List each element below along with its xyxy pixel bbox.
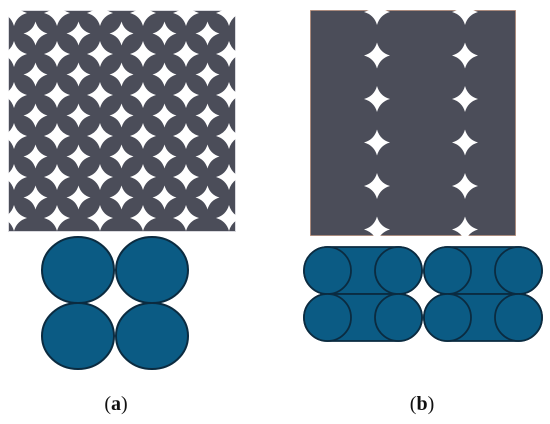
fiber-circle bbox=[115, 302, 189, 370]
hole-a bbox=[173, 10, 199, 26]
hole-a bbox=[173, 82, 199, 108]
hole-a bbox=[130, 205, 156, 231]
hole-a bbox=[8, 41, 27, 67]
hole-a bbox=[8, 10, 27, 26]
hole-a bbox=[216, 123, 236, 149]
hole-a bbox=[109, 21, 134, 46]
hole-a bbox=[152, 103, 177, 128]
hole-a bbox=[216, 205, 236, 231]
hole-a bbox=[152, 21, 177, 46]
hole-a bbox=[195, 21, 220, 46]
hole-a bbox=[173, 205, 199, 231]
hole-a bbox=[23, 144, 48, 169]
plate-b bbox=[310, 10, 516, 236]
hole-a bbox=[23, 62, 48, 87]
hole-a bbox=[216, 82, 236, 108]
hole-a bbox=[216, 41, 236, 67]
hole-a bbox=[87, 41, 113, 67]
fiber-circle bbox=[115, 236, 189, 304]
hole-a bbox=[8, 123, 27, 149]
panel-b-pattern bbox=[310, 10, 516, 236]
fiber-circle bbox=[374, 293, 423, 342]
hole-b bbox=[452, 42, 478, 69]
panel-a-fiber-arrangement bbox=[41, 236, 189, 370]
hole-a bbox=[44, 205, 70, 231]
fiber-circle bbox=[423, 293, 472, 342]
hole-a bbox=[195, 103, 220, 128]
fiber-circle bbox=[423, 246, 472, 295]
hole-a bbox=[130, 82, 156, 108]
fiber-circle bbox=[303, 293, 352, 342]
hole-a bbox=[173, 164, 199, 190]
fiber-circle bbox=[41, 236, 115, 304]
hole-a bbox=[109, 144, 134, 169]
hole-b bbox=[452, 86, 478, 112]
hole-a bbox=[44, 41, 70, 67]
hole-b bbox=[452, 216, 478, 236]
hole-a bbox=[109, 103, 134, 128]
hole-a bbox=[23, 103, 48, 128]
hole-a bbox=[195, 144, 220, 169]
panel-a-pattern bbox=[8, 10, 236, 232]
hole-a bbox=[216, 164, 236, 190]
hole-a bbox=[195, 185, 220, 210]
hole-b bbox=[364, 216, 390, 236]
hole-b bbox=[364, 173, 390, 199]
hole-a bbox=[216, 10, 236, 26]
hole-a bbox=[109, 185, 134, 210]
hole-a bbox=[8, 164, 27, 190]
hole-b bbox=[364, 10, 390, 25]
hole-a bbox=[130, 10, 156, 26]
hole-a bbox=[87, 123, 113, 149]
hole-b bbox=[364, 129, 390, 156]
hole-a bbox=[87, 82, 113, 108]
hole-a bbox=[152, 185, 177, 210]
hole-b bbox=[452, 10, 478, 25]
caption-a: (a) bbox=[104, 393, 128, 415]
hole-a bbox=[87, 164, 113, 190]
hole-a bbox=[66, 185, 91, 210]
hole-b bbox=[364, 86, 390, 112]
hole-a bbox=[173, 123, 199, 149]
hole-a bbox=[8, 82, 27, 108]
hole-a bbox=[44, 10, 70, 26]
hole-a bbox=[130, 164, 156, 190]
hole-a bbox=[130, 123, 156, 149]
hole-a bbox=[87, 10, 113, 26]
hole-a bbox=[152, 144, 177, 169]
hole-a bbox=[23, 21, 48, 46]
hole-a bbox=[173, 41, 199, 67]
hole-a bbox=[66, 103, 91, 128]
hole-a bbox=[8, 205, 27, 231]
hole-a bbox=[44, 123, 70, 149]
hole-a bbox=[44, 82, 70, 108]
fiber-circle bbox=[41, 302, 115, 370]
hole-b bbox=[364, 42, 390, 69]
hole-a bbox=[195, 62, 220, 87]
hole-b bbox=[452, 173, 478, 199]
fiber-circle bbox=[494, 246, 543, 295]
fiber-circle bbox=[374, 246, 423, 295]
hole-a bbox=[87, 205, 113, 231]
panel-b-fiber-arrangement bbox=[303, 246, 543, 342]
hole-a bbox=[44, 164, 70, 190]
hole-a bbox=[23, 185, 48, 210]
hole-a bbox=[109, 62, 134, 87]
caption-b: (b) bbox=[409, 393, 435, 415]
hole-a bbox=[66, 144, 91, 169]
hole-b bbox=[452, 129, 478, 156]
hole-a bbox=[130, 41, 156, 67]
fiber-circle bbox=[303, 246, 352, 295]
hole-a bbox=[152, 62, 177, 87]
hole-a bbox=[66, 21, 91, 46]
fiber-circle bbox=[494, 293, 543, 342]
hole-a bbox=[66, 62, 91, 87]
